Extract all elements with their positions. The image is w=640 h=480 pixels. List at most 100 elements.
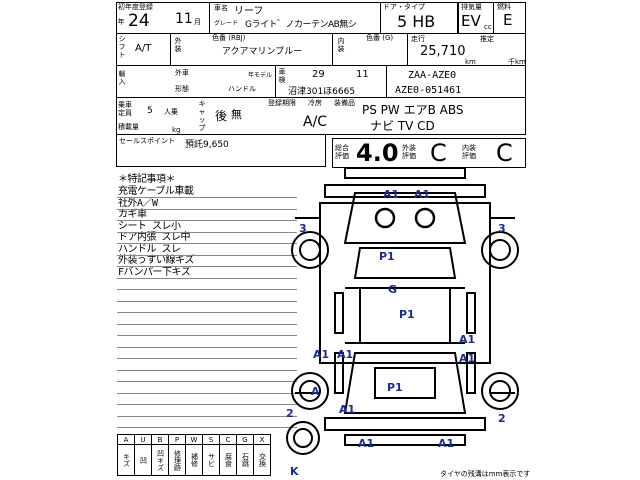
note-rule: [117, 358, 297, 359]
note-rule: [117, 427, 297, 428]
note-item: Fバンパー下キズ: [118, 266, 191, 278]
handle-label: ハンドル: [228, 85, 256, 93]
model-code: ZAA-AZE0: [408, 70, 457, 81]
note-item: ハンドル スレ: [118, 243, 181, 255]
color-label: 色番 (RBJ): [212, 34, 246, 42]
external-label: 外車: [175, 69, 189, 77]
reg-limit-label: 登録期限: [268, 99, 296, 107]
note-rule: [117, 220, 297, 221]
mark-a1-bottom-left: A1: [358, 437, 375, 450]
note-rule: [117, 243, 297, 244]
front-right-wheel: [481, 231, 519, 269]
note-rule: [117, 289, 297, 290]
car-diagram: [286, 167, 519, 455]
total-score-label: 総合評価: [335, 144, 349, 160]
rear-label: 後: [215, 109, 228, 123]
mark-p1-mid: P1: [399, 308, 415, 321]
mark-a-wheel: A: [311, 385, 320, 398]
fuel-label: 燃料: [497, 3, 511, 11]
note-rule: [117, 335, 297, 336]
ac-label: 冷房: [308, 99, 322, 107]
exterior-score: C: [430, 139, 447, 167]
legend-label: 凹キズ: [151, 444, 169, 476]
note-rule: [117, 254, 297, 256]
note-item: シート スレ小: [118, 220, 181, 232]
notes-title: ＊特記事項＊: [118, 174, 176, 185]
exterior-label: 外装: [174, 37, 182, 53]
note-rule: [117, 415, 297, 417]
car-name: リーフ: [234, 6, 264, 17]
displacement-unit: cc: [484, 23, 492, 31]
note-rule: [117, 381, 297, 382]
legend-label: 補修: [185, 444, 203, 476]
month-label: 月: [194, 18, 201, 26]
legend-label: サビ: [202, 444, 220, 476]
legend-code: W: [185, 434, 203, 445]
cargo-label: 積載量: [118, 123, 139, 131]
mark-3-right: 3: [498, 222, 506, 235]
interior-score: C: [496, 139, 513, 167]
grade: Gライト゛ノカーテンAB無シ: [245, 20, 357, 30]
note-rule: [117, 369, 297, 371]
note-rule: [117, 300, 297, 302]
note-item: カギ車: [118, 209, 147, 220]
interior-label: 内装: [337, 37, 345, 53]
cc-label: キャップ: [198, 100, 206, 132]
note-rule: [117, 197, 297, 198]
capacity-label: 乗車定員: [118, 101, 132, 117]
displacement-label: 排気量: [461, 3, 482, 11]
legend-code: U: [134, 434, 152, 445]
mark-2-left: 2: [286, 407, 294, 420]
plate: 沼津301ほ6665: [288, 87, 356, 97]
spare-wheel: [286, 421, 320, 455]
mark-a1-bottom-right: A1: [438, 437, 455, 450]
mark-p1-bottom: P1: [387, 381, 403, 394]
mark-k: K: [290, 465, 299, 478]
mark-3-left: 3: [299, 222, 307, 235]
total-score: 4.0: [356, 139, 399, 167]
equipment-line2: ナビ TV CD: [370, 119, 435, 133]
sales-value: 預託9,650: [185, 140, 229, 150]
kg-unit: kg: [172, 126, 181, 134]
interior-color-label: 色番 (G): [366, 34, 394, 42]
note-item: 社外A／W: [118, 197, 158, 209]
sales-label: セールスポイント: [119, 137, 175, 145]
legend-code: B: [151, 434, 169, 445]
displacement: EV: [461, 12, 481, 30]
exterior-score-label: 外装評価: [402, 144, 416, 160]
door-type: 5 HB: [397, 12, 436, 31]
equipment-line1: PS PW エアB ABS: [362, 103, 464, 117]
inspection-month: 11: [356, 69, 369, 80]
first-reg-label: 初年度登録: [118, 3, 153, 11]
legend-code: P: [168, 434, 186, 445]
door-type-label: ドア・タイプ: [383, 3, 425, 11]
mileage-unit: km: [465, 58, 476, 66]
mark-a1-right2: A1: [459, 352, 476, 365]
mark-2-right: 2: [498, 412, 506, 425]
year-label: 年: [117, 18, 125, 26]
tire-note: タイヤの残溝はmm表示です: [440, 470, 531, 478]
note-rule: [117, 323, 297, 325]
inspection-label: 車検: [278, 68, 286, 84]
legend-label: キズ: [117, 444, 135, 476]
first-reg-year: 24: [128, 11, 150, 31]
note-rule: [117, 392, 297, 394]
legend-code: G: [236, 434, 254, 445]
note-item: ドア内張 スレ中: [118, 232, 191, 243]
import-label: 輸入: [118, 70, 126, 86]
color: アクアマリンブルー: [222, 47, 303, 57]
legend-label: 腐食: [219, 444, 237, 476]
mark-a1-right1: A1: [459, 333, 476, 346]
note-rule: [117, 346, 297, 348]
mark-a1-mid-left1: A1: [313, 348, 330, 361]
rear-right-wheel: [481, 372, 519, 410]
car-name-label: 車名: [214, 4, 228, 12]
legend-code: C: [219, 434, 237, 445]
note-rule: [117, 312, 297, 313]
note-item: 充電ケーブル車載: [118, 186, 194, 197]
note-rule: [117, 277, 297, 279]
model-year-label: 年モデル: [248, 72, 273, 79]
legend-code: S: [202, 434, 220, 445]
mark-a1-top-left: A1: [383, 188, 400, 201]
